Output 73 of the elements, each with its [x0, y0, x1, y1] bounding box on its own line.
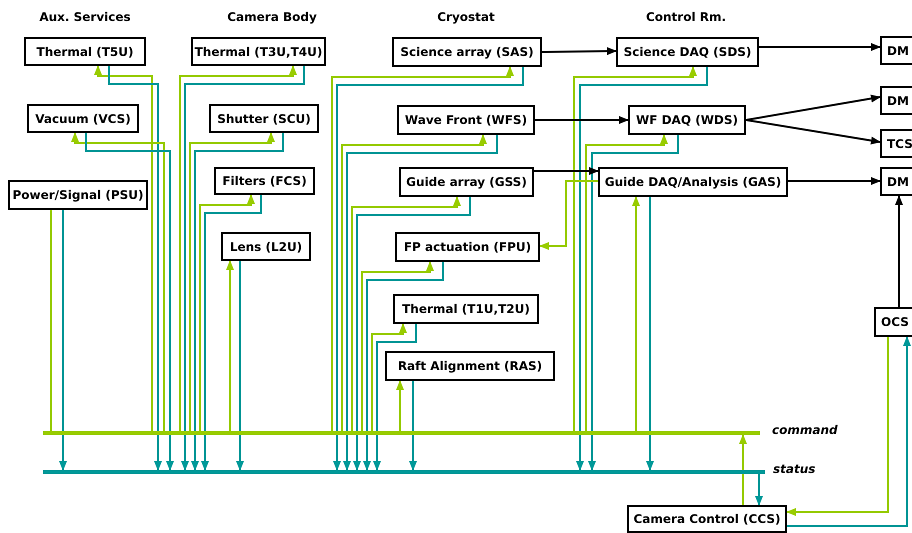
component-box: Shutter (SCU) — [209, 104, 319, 133]
arrow — [788, 177, 881, 185]
component-box: Science array (SAS) — [392, 37, 542, 67]
component-box: DM — [880, 86, 912, 115]
component-box: Guide array (GSS) — [399, 167, 534, 197]
component-box: DM — [880, 36, 912, 65]
arrow — [191, 133, 284, 471]
component-box: OCS — [874, 307, 912, 337]
arrow — [189, 132, 275, 431]
component-box: Lens (L2U) — [221, 232, 311, 261]
component-box: Raft Alignment (RAS) — [385, 351, 555, 381]
arrow — [588, 135, 679, 471]
component-box: TCS — [880, 129, 912, 158]
arrow — [351, 196, 461, 431]
arrow — [71, 132, 165, 431]
arrow — [181, 66, 305, 471]
component-box: Thermal (T1U,T2U) — [393, 294, 539, 324]
arrow — [341, 134, 487, 431]
arrow — [108, 66, 162, 471]
component-box: Filters (FCS) — [214, 167, 315, 195]
arrow — [409, 381, 417, 471]
arrow — [226, 260, 234, 431]
arrow — [576, 67, 708, 471]
arrow — [179, 65, 297, 431]
arrow — [755, 474, 763, 506]
arrow — [746, 94, 881, 121]
arrow — [201, 195, 262, 471]
arrow — [895, 195, 903, 307]
column-heading: Control Rm. — [646, 10, 726, 24]
arrow — [787, 336, 911, 527]
arrow — [632, 196, 640, 431]
bus-label: status — [773, 462, 816, 476]
arrow — [199, 194, 255, 431]
arrow — [236, 261, 244, 471]
connector-line — [50, 210, 52, 431]
arrow — [85, 133, 174, 471]
arrow — [373, 324, 417, 471]
component-box: Wave Front (WFS) — [397, 105, 535, 135]
arrow — [371, 323, 407, 431]
arrow — [363, 262, 444, 471]
component-box: DM — [880, 167, 912, 196]
arrow — [573, 66, 697, 431]
column-heading: Aux. Services — [39, 10, 131, 24]
component-box: Thermal (T3U,T4U) — [191, 37, 326, 66]
arrow — [759, 43, 881, 51]
arrow — [585, 134, 668, 431]
arrow — [396, 380, 404, 431]
arrow — [333, 67, 524, 471]
arrow — [353, 197, 471, 471]
arrow — [539, 180, 598, 250]
arrow — [746, 119, 881, 144]
arrow — [94, 65, 153, 431]
arrow — [361, 261, 434, 431]
arrow — [343, 135, 498, 471]
component-box: Science DAQ (SDS) — [616, 37, 759, 67]
arrow — [535, 116, 629, 124]
component-box: Power/Signal (PSU) — [8, 180, 148, 210]
arrow — [331, 66, 514, 431]
arrow — [542, 47, 617, 56]
arrow — [646, 197, 654, 471]
arrow — [739, 434, 747, 505]
arrow — [786, 337, 889, 516]
bus-label: command — [772, 423, 838, 437]
component-box: FP actuation (FPU) — [395, 232, 540, 262]
arrow — [534, 167, 599, 175]
column-heading: Cryostat — [437, 10, 495, 24]
component-box: WF DAQ (WDS) — [628, 105, 746, 135]
component-box: Camera Control (CCS) — [627, 505, 787, 533]
component-box: Vacuum (VCS) — [27, 104, 139, 133]
component-box: Guide DAQ/Analysis (GAS) — [598, 167, 788, 197]
component-box: Thermal (T5U) — [24, 37, 146, 66]
column-heading: Camera Body — [227, 10, 317, 24]
arrow — [59, 210, 67, 471]
